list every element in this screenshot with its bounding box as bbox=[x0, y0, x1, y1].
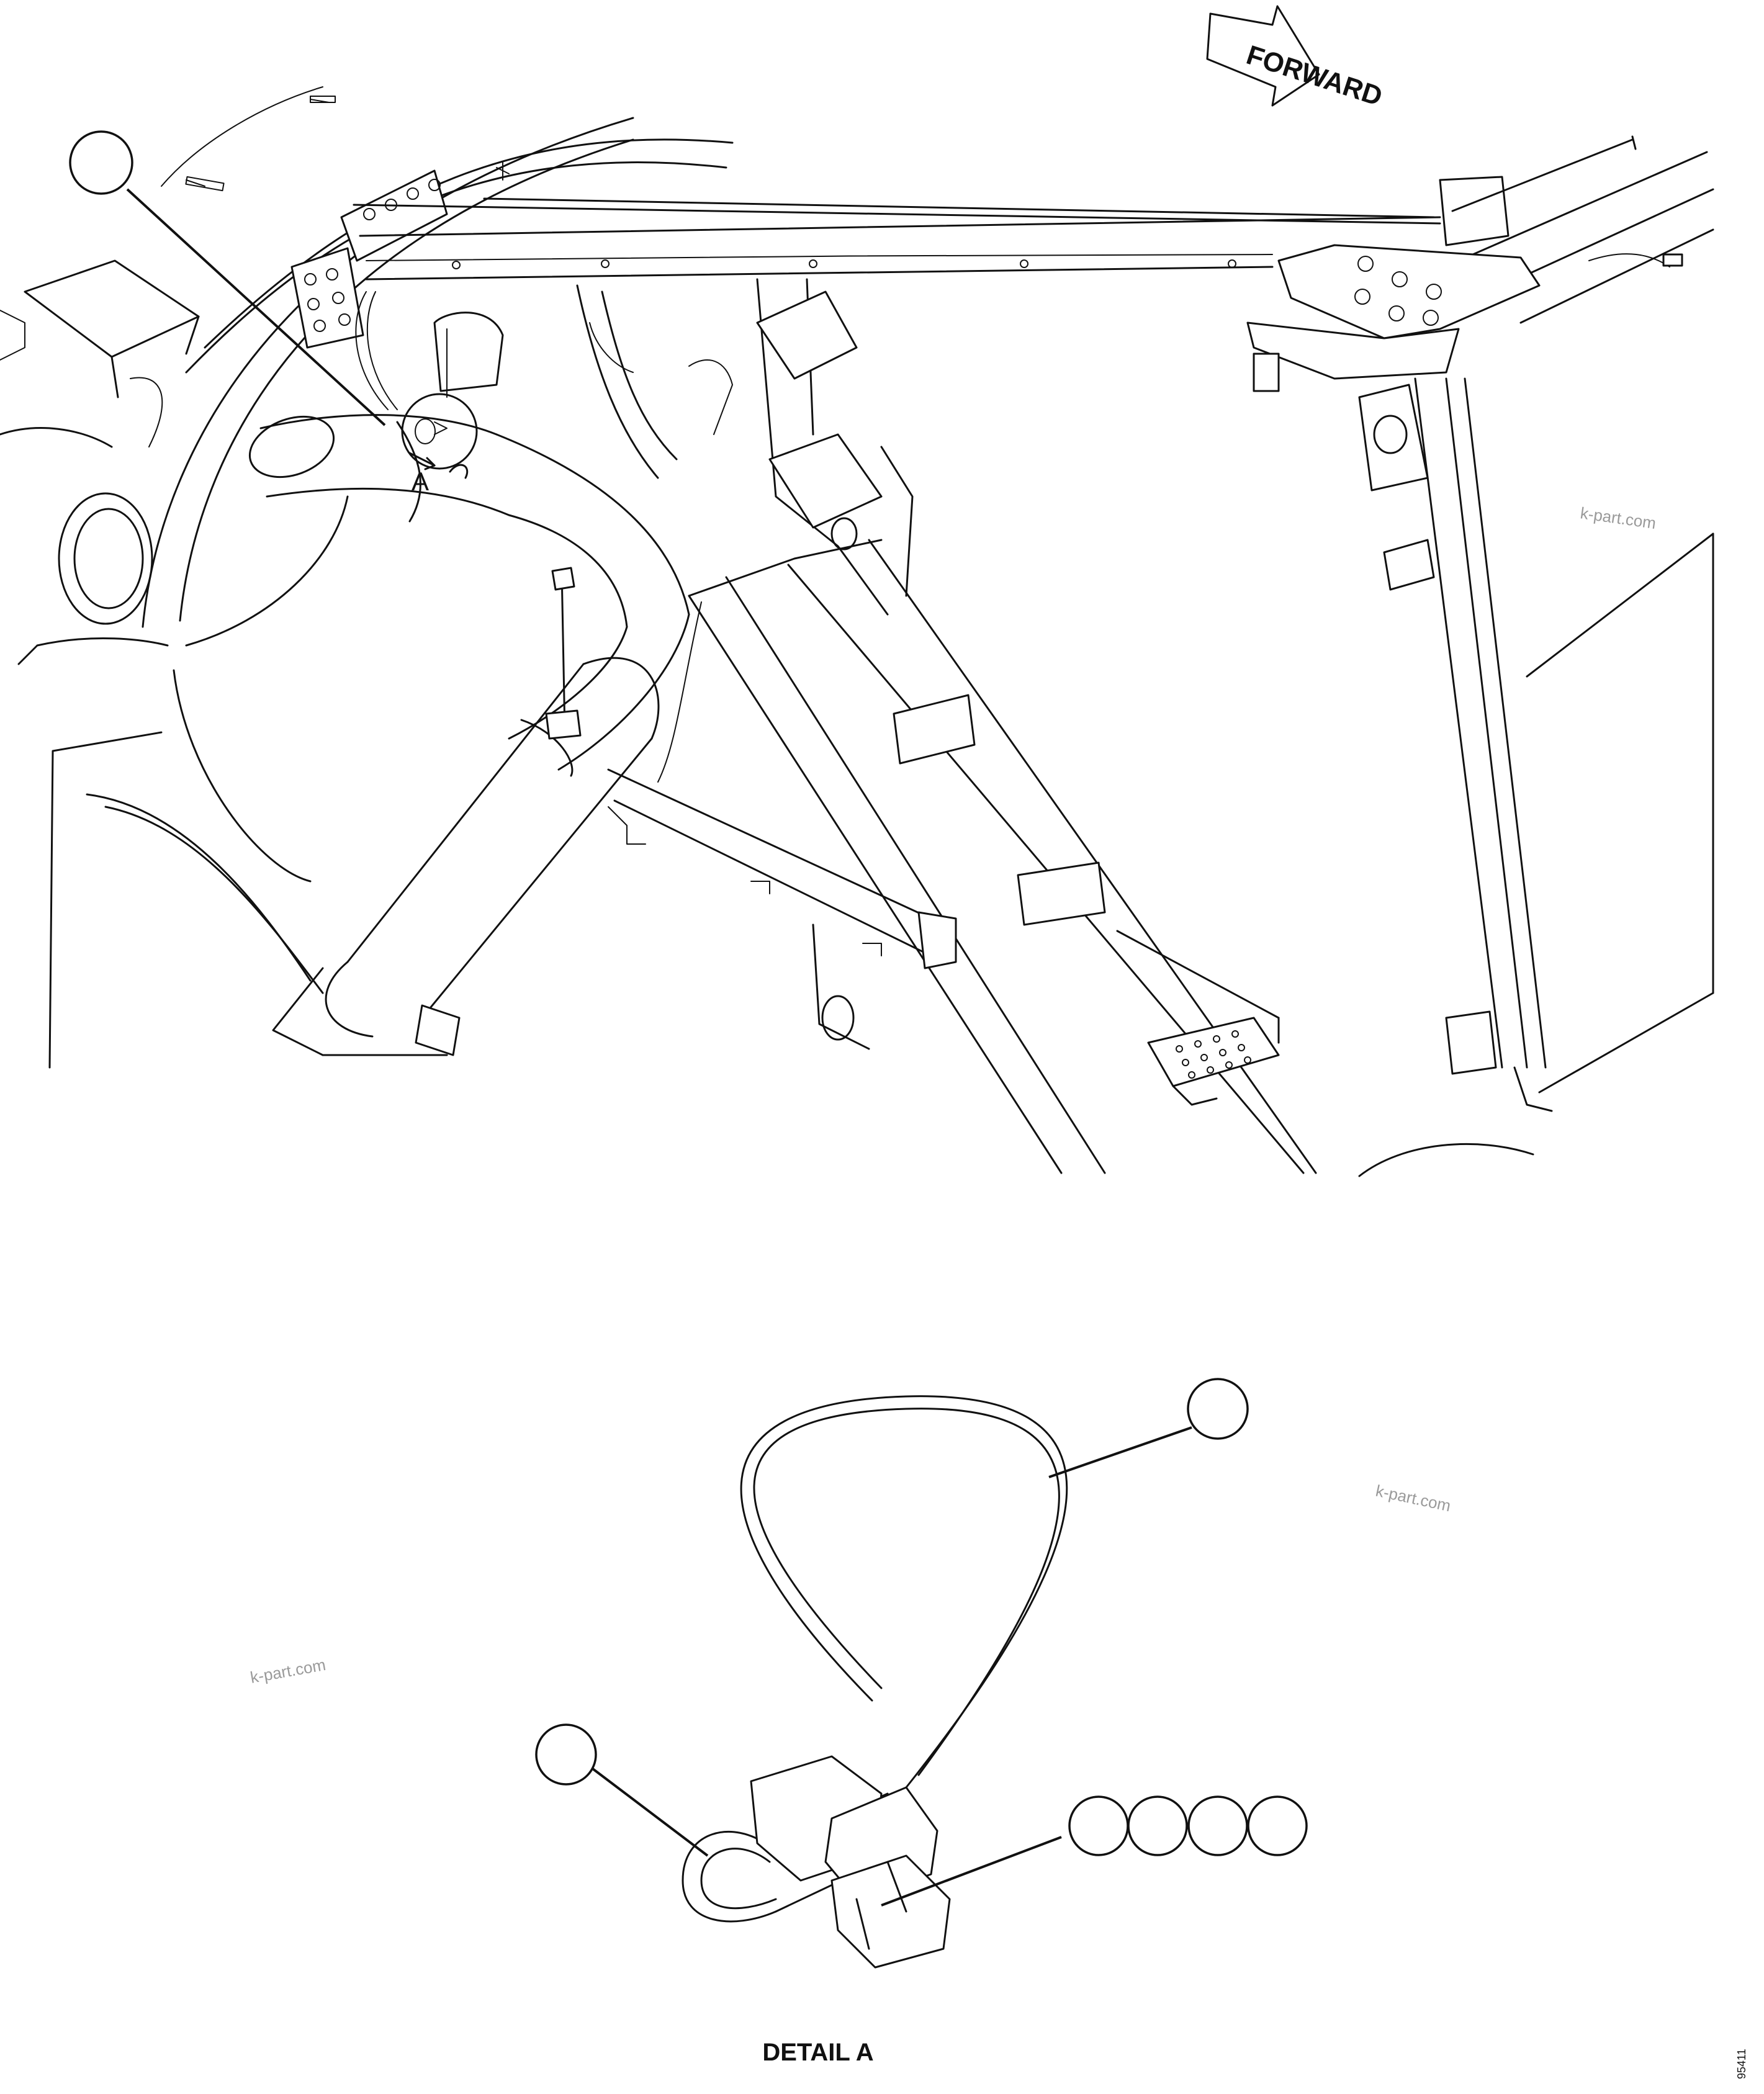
mounting-bracket-left bbox=[290, 162, 510, 349]
cable-loop bbox=[740, 1395, 1068, 1789]
lower-pipe bbox=[272, 657, 660, 1056]
watermarks: k-part.com k-part.com k-part.com bbox=[249, 503, 1657, 1687]
lower-cross-beam bbox=[607, 768, 957, 969]
main-assembly-view: A FORWARD bbox=[0, 5, 1714, 1177]
detail-a-view: DETAIL A bbox=[535, 1378, 1308, 2066]
nut-hex bbox=[750, 1755, 951, 1969]
vertical-post bbox=[1358, 377, 1714, 1177]
strap-clamp bbox=[446, 328, 582, 740]
detail-callout-clip bbox=[535, 1723, 709, 1857]
lower-pivot bbox=[812, 923, 870, 1050]
watermark-2: k-part.com bbox=[1374, 1481, 1452, 1516]
detail-callout-loop bbox=[1048, 1378, 1249, 1478]
step-tread bbox=[1116, 930, 1280, 1106]
central-column bbox=[433, 278, 914, 616]
main-callout-1 bbox=[69, 130, 386, 426]
left-frame-structure bbox=[0, 86, 734, 1069]
detail-callout-hardware bbox=[881, 1795, 1308, 1907]
exhaust-duct bbox=[173, 414, 690, 883]
detail-a-caption: DETAIL A bbox=[762, 2039, 873, 2066]
watermark-1: k-part.com bbox=[1579, 503, 1657, 532]
detail-a-marker: A bbox=[401, 393, 478, 496]
drawing-number: 95411 bbox=[1735, 2049, 1748, 2079]
right-side-rails bbox=[1451, 135, 1714, 324]
wiring-harness bbox=[355, 291, 398, 410]
diagonal-beam bbox=[657, 539, 1317, 1174]
watermark-3: k-part.com bbox=[249, 1655, 327, 1687]
forward-arrow: FORWARD bbox=[1206, 5, 1386, 112]
gusset-plate bbox=[1246, 244, 1541, 392]
detail-a-label: A bbox=[412, 467, 429, 496]
upper-cross-rail bbox=[353, 176, 1510, 281]
